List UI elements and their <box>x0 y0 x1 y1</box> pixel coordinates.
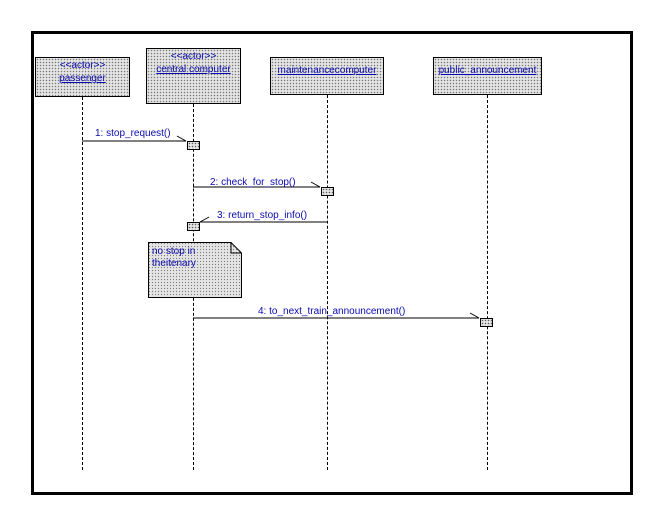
arrowhead-2 <box>310 181 321 188</box>
activation-public <box>480 318 493 327</box>
object-passenger[interactable]: <<actor>> passenger <box>35 57 130 97</box>
message-label-4: 4: to_next_train_announcement() <box>258 306 406 317</box>
object-stereotype: <<actor>> <box>59 60 106 71</box>
object-name: maintenancecomputer <box>277 65 377 76</box>
message-label-3: 3: return_stop_info() <box>217 210 308 221</box>
object-maintenance-computer[interactable]: maintenancecomputer <box>270 57 384 95</box>
activation-maintenance <box>321 187 334 196</box>
activation-central-2 <box>187 222 200 231</box>
note: no stop in theitenary <box>148 242 242 298</box>
lifeline-passenger <box>82 97 83 470</box>
object-stereotype: <<actor>> <box>170 51 217 62</box>
arrowhead-1 <box>176 135 187 142</box>
arrowhead-4 <box>469 312 480 319</box>
object-name: passenger <box>59 73 106 84</box>
note-line-2: theitenary <box>152 258 196 269</box>
object-name: public_announcement <box>438 65 537 76</box>
message-label-2: 2: check_for_stop() <box>210 177 296 188</box>
lifeline-public-announcement <box>487 95 488 470</box>
object-name: central computer <box>156 64 231 75</box>
note-line-1: no stop in <box>152 246 196 257</box>
object-public-announcement[interactable]: public_announcement <box>433 57 542 95</box>
diagram-frame <box>31 31 633 495</box>
activation-central-1 <box>187 141 200 150</box>
lifeline-maintenance-computer <box>327 95 328 470</box>
message-label-1: 1: stop_request() <box>95 128 171 139</box>
object-central-computer[interactable]: <<actor>> central computer <box>146 48 241 104</box>
arrowhead-3 <box>199 216 210 223</box>
